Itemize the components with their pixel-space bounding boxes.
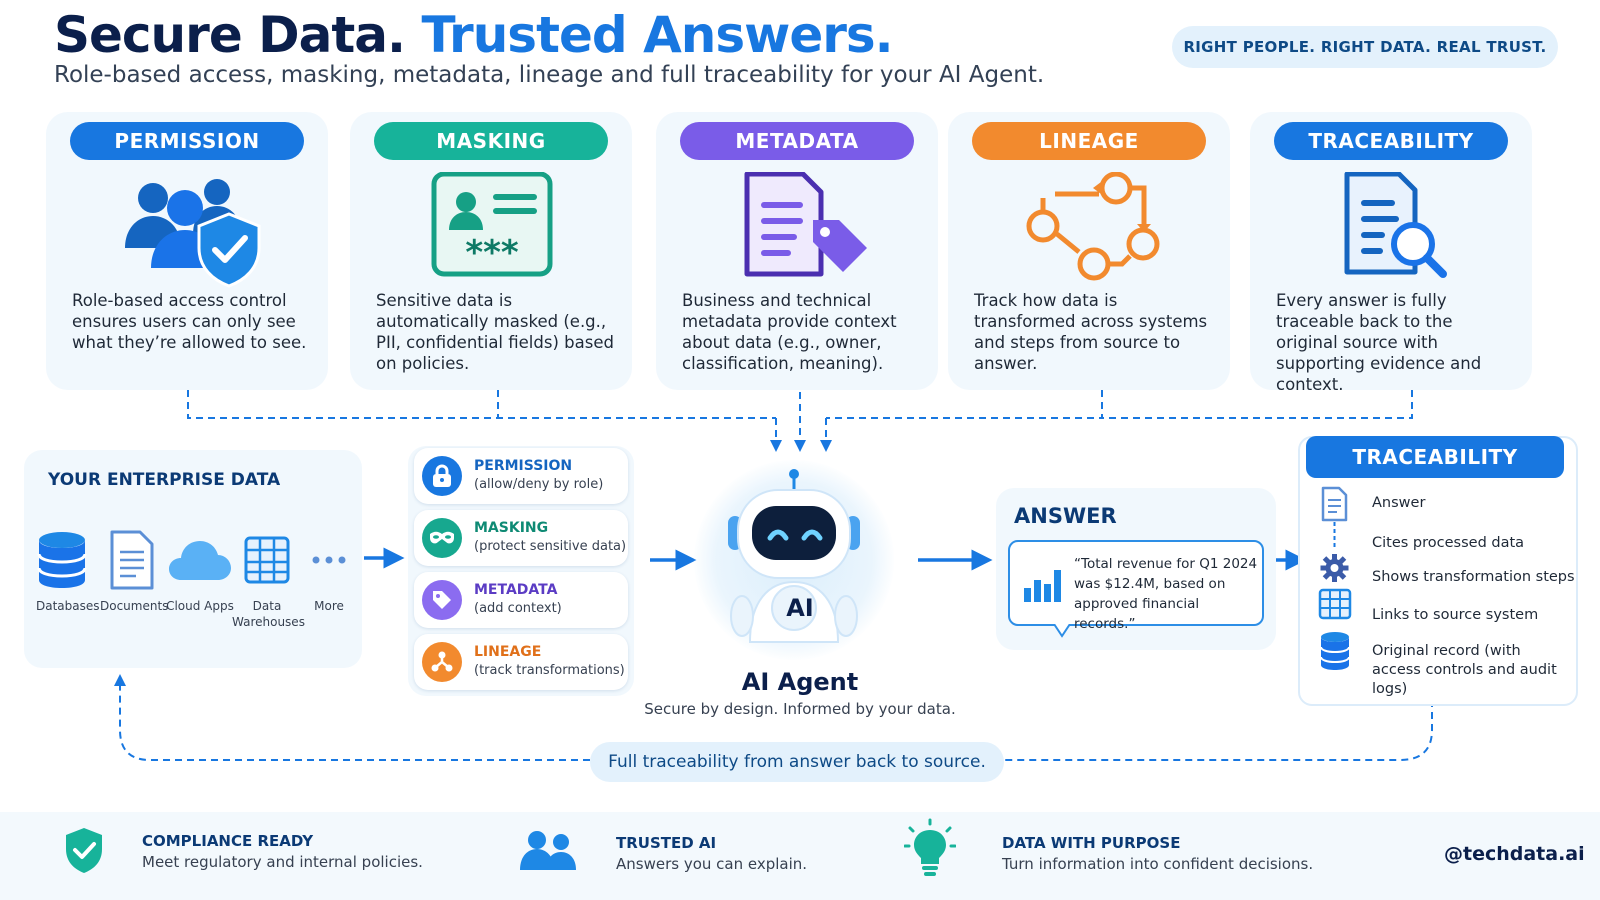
- agent-badge: AI: [786, 594, 814, 622]
- governance-controls: PERMISSION (allow/deny by role) MASKING …: [408, 446, 634, 696]
- traceability-icons: [1318, 486, 1352, 670]
- tag-icon: [422, 580, 462, 620]
- source-label: Data Warehouses: [232, 599, 305, 629]
- trace-item-answer: Answer: [1372, 495, 1426, 511]
- control-sub: (protect sensitive data): [474, 539, 627, 554]
- card-description: Track how data is transformed across sys…: [974, 291, 1208, 373]
- source-data-warehouses: Data Warehouses: [232, 530, 305, 630]
- card-traceability: TRACEABILITY Every answer is fully trace…: [1250, 112, 1532, 394]
- traceability-title: TRACEABILITY: [1306, 436, 1564, 478]
- card-label: LINEAGE: [972, 122, 1206, 160]
- source-databases: Databases: [36, 530, 100, 614]
- source-label: Databases: [36, 599, 100, 613]
- card-label: TRACEABILITY: [1274, 122, 1508, 160]
- footer: [0, 812, 1600, 900]
- trace-item-steps: Shows transformation steps: [1372, 569, 1575, 585]
- control-masking: MASKING (protect sensitive data): [414, 510, 628, 566]
- agent-name: AI Agent: [741, 668, 859, 696]
- bubble-tail: [1054, 624, 1071, 638]
- source-cloud-apps: Cloud Apps: [166, 530, 234, 614]
- answer-quote: “Total revenue for Q1 2024 was $12.4M, b…: [1074, 556, 1258, 632]
- social-handle: @techdata.ai: [1444, 843, 1585, 865]
- control-metadata: METADATA (add context): [414, 572, 628, 628]
- footer-trusted-sub: Answers you can explain.: [616, 855, 808, 873]
- footer-purpose-title: DATA WITH PURPOSE: [1002, 834, 1181, 852]
- footer-compliance-title: COMPLIANCE READY: [142, 832, 314, 850]
- control-lineage: LINEAGE (track transformations): [414, 634, 628, 690]
- title-main: Secure Data.: [54, 6, 406, 64]
- masked-id-card-icon: ***: [431, 172, 553, 277]
- footer-compliance-sub: Meet regulatory and internal policies.: [142, 853, 423, 871]
- card-label: METADATA: [680, 122, 914, 160]
- card-description: Role-based access control ensures users …: [72, 291, 307, 352]
- control-permission: PERMISSION (allow/deny by role): [414, 448, 628, 504]
- answer-title: ANSWER: [1014, 504, 1117, 528]
- control-label: METADATA: [474, 582, 558, 598]
- grid-table-icon: [1318, 588, 1352, 620]
- card-permission: PERMISSION Role-based access control ens…: [46, 112, 328, 390]
- card-label: MASKING: [374, 122, 608, 160]
- card-metadata: METADATA Business and technical metadata…: [656, 112, 938, 390]
- footer-purpose-sub: Turn information into confident decision…: [1002, 855, 1314, 873]
- card-description: Business and technical metadata provide …: [682, 291, 897, 373]
- document-icon: [1321, 486, 1348, 522]
- grid-table-icon: [244, 536, 290, 584]
- source-label: Cloud Apps: [166, 599, 234, 613]
- enterprise-title: YOUR ENTERPRISE DATA: [48, 470, 281, 490]
- more-dots-icon: [312, 556, 346, 564]
- source-label: Documents: [100, 599, 169, 613]
- control-sub: (allow/deny by role): [474, 477, 604, 492]
- database-icon: [37, 532, 87, 588]
- lock-icon: [422, 456, 462, 496]
- share-nodes-icon: [422, 642, 462, 682]
- svg-text:***: ***: [465, 233, 519, 273]
- source-documents: Documents: [100, 530, 169, 614]
- shield-check-icon: [66, 828, 102, 873]
- card-lineage: LINEAGE Track how data is transformed ac…: [948, 112, 1230, 390]
- tagline-badge: RIGHT PEOPLE. RIGHT DATA. REAL TRUST.: [1172, 26, 1558, 68]
- document-tag-icon: [744, 172, 867, 277]
- agent-tagline: Secure by design. Informed by your data.: [644, 700, 956, 718]
- gear-icon: [1320, 554, 1349, 582]
- trace-item-original: Original record (with access controls an…: [1372, 643, 1557, 697]
- source-more: More: [306, 530, 352, 614]
- traceability-loop-label: Full traceability from answer back to so…: [590, 742, 1004, 782]
- cloud-icon: [169, 541, 231, 580]
- page-subtitle: Role-based access, masking, metadata, li…: [54, 62, 1045, 88]
- database-icon: [1320, 632, 1350, 670]
- bar-chart-icon: [1024, 570, 1061, 602]
- trace-item-cites: Cites processed data: [1372, 535, 1525, 551]
- control-label: LINEAGE: [474, 644, 542, 660]
- flow-nodes-icon: [1026, 172, 1160, 281]
- answer-panel: ANSWER “Total revenue for Q1 2024 was $1…: [996, 488, 1276, 650]
- lightbulb-icon: [904, 818, 956, 876]
- page-title: Secure Data. Trusted Answers.: [54, 6, 894, 64]
- document-search-icon: [1344, 172, 1447, 278]
- users-icon: [520, 831, 576, 870]
- answer-bubble: “Total revenue for Q1 2024 was $12.4M, b…: [1008, 540, 1264, 638]
- title-accent: Trusted Answers.: [421, 6, 893, 64]
- card-description: Every answer is fully traceable back to …: [1276, 291, 1482, 394]
- card-masking: MASKING *** Sensitive data is automatica…: [350, 112, 632, 390]
- source-label: More: [314, 599, 344, 613]
- users-shield-icon: [125, 179, 261, 288]
- card-description: Sensitive data is automatically masked (…: [376, 291, 614, 373]
- control-label: PERMISSION: [474, 458, 573, 474]
- footer-trusted-title: TRUSTED AI: [616, 834, 717, 852]
- enterprise-data-panel: YOUR ENTERPRISE DATA Databases Documents…: [24, 450, 362, 668]
- robot-icon: [728, 469, 860, 643]
- card-label: PERMISSION: [70, 122, 304, 160]
- control-sub: (add context): [474, 601, 562, 616]
- control-sub: (track transformations): [474, 663, 625, 678]
- mask-icon: [422, 518, 462, 558]
- control-label: MASKING: [474, 520, 549, 536]
- document-icon: [110, 530, 154, 590]
- trace-item-links: Links to source system: [1372, 607, 1539, 623]
